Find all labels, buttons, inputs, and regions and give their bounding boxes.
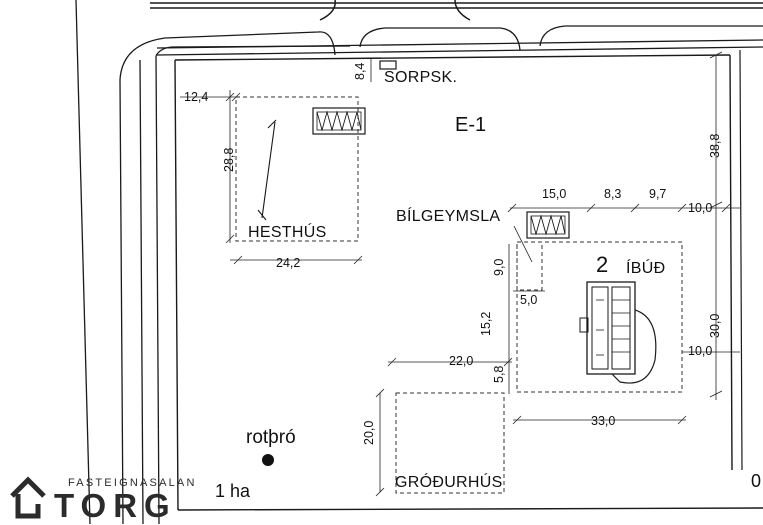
hesthus-dimensions: [180, 90, 363, 265]
top-dim-chain: [507, 203, 740, 213]
torg-logo: FASTEIGNASALAN TORG: [10, 474, 240, 524]
dim-20-0: 20,0: [362, 421, 376, 445]
bilgeymsla-area: [508, 225, 545, 394]
dim-15-0: 15,0: [542, 187, 566, 201]
hesthus-building: [235, 96, 359, 242]
dim-12-4: 12,4: [184, 90, 208, 104]
label-rotthro: rotþró: [246, 427, 296, 448]
left-road: [75, 0, 351, 524]
hatch-symbol-1: [312, 107, 366, 135]
label-ibud: ÍBÚÐ: [626, 258, 665, 277]
dim-30-0: 30,0: [708, 314, 722, 338]
logo-name: TORG: [54, 487, 177, 520]
dim-15-2: 15,2: [479, 312, 493, 336]
dim-8-3: 8,3: [604, 187, 621, 201]
top-road: [150, 0, 763, 21]
dim-38-8: 38,8: [708, 134, 722, 158]
rotthro-marker: [262, 454, 274, 466]
house-logo-icon: [10, 476, 46, 519]
label-ibud-number: 2: [596, 252, 608, 277]
dim-22-0: 22,0: [449, 354, 473, 368]
grodurhus-building: [395, 392, 505, 494]
sorpsk-bin: [379, 60, 397, 70]
label-hesthus: HESTHÚS: [248, 222, 327, 241]
dim-5-8: 5,8: [492, 366, 506, 383]
right-dimension: [709, 51, 723, 400]
label-grodurhus: GRÓÐURHÚS: [395, 472, 503, 491]
plot-boundary: [174, 49, 763, 511]
dim-28-8: 28,8: [222, 148, 236, 172]
dim-8-4: 8,4: [353, 63, 367, 80]
label-edge: 0: [751, 471, 761, 491]
dim-10-0-top: 10,0: [688, 201, 712, 215]
driveway-curbs: [156, 25, 763, 56]
label-area: 1 ha: [215, 481, 251, 501]
label-sorpsk: SORPSK.: [384, 69, 457, 86]
dim-5-0: 5,0: [520, 293, 537, 307]
house-plan: [579, 281, 657, 384]
dim-9-7: 9,7: [649, 187, 666, 201]
dim-33-0: 33,0: [591, 414, 615, 428]
dim-10-0-right: 10,0: [688, 344, 712, 358]
ibud-footprint: [516, 241, 683, 393]
dim-24-2: 24,2: [276, 256, 300, 270]
dim-9-0: 9,0: [492, 259, 506, 276]
label-e1: E-1: [455, 114, 486, 136]
label-bilgeymsla: BÍLGEYMSLA: [396, 206, 500, 225]
hatch-symbol-2: [526, 211, 570, 239]
logo-top-text: FASTEIGNASALAN: [68, 477, 197, 489]
lower-dimensions: [375, 351, 740, 497]
